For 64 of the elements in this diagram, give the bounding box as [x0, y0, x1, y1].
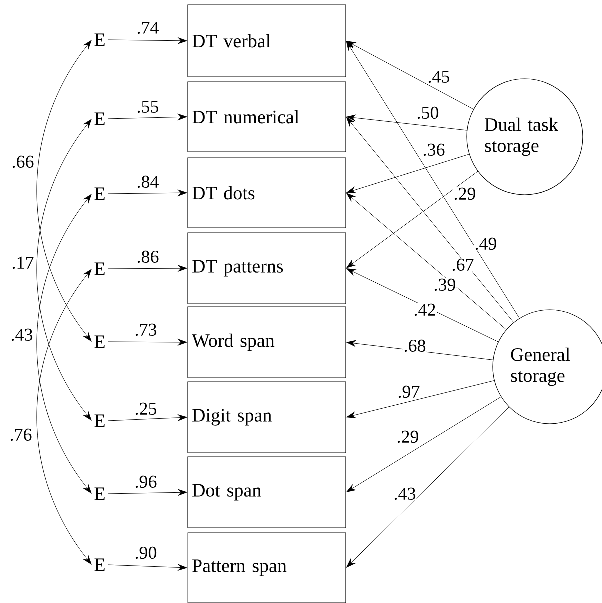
edge-label: .73 [134, 323, 158, 337]
error-label: E [94, 262, 105, 276]
edge-label: .66 [11, 155, 35, 169]
variable-box: Digit span [188, 382, 346, 454]
arrow [346, 380, 495, 418]
arrow [36, 40, 92, 342]
edge-label: .76 [9, 428, 33, 442]
arrow [346, 41, 520, 319]
arrow [36, 119, 92, 421]
arrow [108, 265, 188, 272]
variable-box: Pattern span [188, 532, 346, 603]
arrow [346, 171, 478, 268]
error-label: E [94, 488, 105, 500]
edge-label: .90 [134, 546, 158, 560]
arrow [108, 114, 188, 120]
edge-label: .74 [136, 21, 160, 35]
error-label: E [94, 34, 105, 46]
error-label: E [94, 188, 105, 200]
edge-label: .17 [11, 256, 35, 270]
edge-label: .55 [136, 100, 160, 114]
variable-box: DT numerical [188, 82, 346, 152]
edge-label: .43 [393, 487, 417, 501]
arrow [108, 489, 188, 496]
edge-label: .29 [396, 430, 420, 444]
arrow [36, 269, 92, 565]
error-label: E [94, 558, 105, 572]
variable-box: DT dots [188, 158, 346, 228]
edge-label: .50 [416, 106, 440, 120]
edge-label: .36 [422, 143, 446, 157]
arrow [108, 564, 188, 571]
arrow [346, 193, 507, 330]
edge-label: .45 [427, 70, 451, 84]
arrow [108, 339, 188, 346]
edge-label: .43 [10, 328, 34, 342]
variable-box: Word span [188, 306, 346, 378]
edge-label: .25 [134, 402, 158, 416]
arrow [108, 38, 188, 44]
edge-label: .42 [413, 303, 437, 317]
edge-label: .96 [134, 475, 158, 489]
variable-box: DT patterns [188, 232, 346, 304]
arrow [108, 190, 188, 196]
error-label: E [94, 336, 105, 348]
arrow [108, 414, 188, 422]
arrow [346, 268, 499, 342]
arrow [346, 154, 470, 194]
variable-box: Dot span [188, 456, 346, 528]
error-label: E [94, 414, 105, 428]
edge-label: .39 [433, 278, 457, 292]
arrow [346, 41, 474, 110]
variable-box: DT verbal [188, 4, 346, 78]
edge-label: .86 [136, 250, 160, 264]
error-label: E [94, 112, 105, 126]
arrow [346, 396, 502, 492]
edge-label: .84 [136, 175, 160, 189]
edge-label: .49 [474, 237, 498, 251]
edge-label: .68 [403, 339, 427, 353]
arrow [346, 407, 510, 568]
edge-label: .67 [451, 258, 475, 272]
edge-label: .97 [397, 385, 421, 399]
edge-label: .29 [453, 187, 477, 201]
arrow [346, 114, 468, 131]
arrow [36, 194, 92, 494]
arrow [346, 340, 494, 360]
arrow [346, 117, 514, 323]
